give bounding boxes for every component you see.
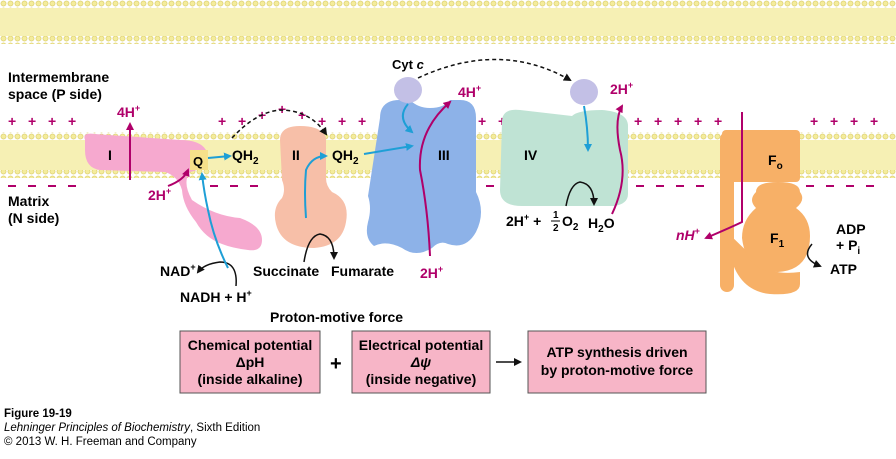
- svg-text:+: +: [694, 113, 702, 129]
- svg-text:+: +: [68, 113, 76, 129]
- half-denominator: 2: [553, 223, 559, 234]
- adp-label: ADP: [836, 221, 866, 237]
- half-numerator: 1: [553, 210, 559, 221]
- chemical-line-1: Chemical potential: [188, 337, 312, 353]
- annotations: 4H+ 2H+ 4H+ 2H+ 2H+ nH+ QH2 QH2 NAD+ NAD…: [117, 80, 866, 305]
- svg-text:+: +: [478, 113, 486, 129]
- svg-text:+: +: [238, 113, 246, 129]
- complex-II-label: II: [292, 147, 300, 163]
- h2o-label: H2O: [588, 215, 615, 235]
- svg-text:+: +: [218, 113, 226, 129]
- complex-III: III: [366, 100, 481, 253]
- svg-text:+: +: [318, 113, 326, 129]
- svg-text:+: +: [714, 113, 722, 129]
- f1-label: F1: [770, 230, 785, 250]
- figure-caption: Figure 19-19 Lehninger Principles of Bio…: [4, 407, 260, 449]
- complex-IV-label: IV: [524, 147, 538, 163]
- complex-IV: IV: [500, 109, 628, 206]
- electrical-line-2: Δψ: [410, 354, 431, 370]
- result-line-1: ATP synthesis driven: [546, 344, 687, 360]
- positive-charges: ++++ ++++++++ ++ +++++ ++++: [8, 101, 878, 129]
- complex-I: I Q: [84, 133, 262, 251]
- qh2-label-2: QH2: [332, 147, 359, 167]
- svg-text:+: +: [850, 113, 858, 129]
- matrix-label-2: (N side): [8, 210, 59, 226]
- copyright: © 2013 W. H. Freeman and Company: [4, 436, 197, 448]
- water-reaction: 2H+ + 1 2 O2 H2O: [506, 210, 615, 235]
- fumarate-label: Fumarate: [331, 263, 394, 279]
- qh2-label-1: QH2: [232, 147, 259, 167]
- electrical-line-3: (inside negative): [366, 371, 476, 387]
- electron-arrows: [198, 103, 592, 269]
- complex-II: II: [274, 126, 347, 248]
- chemical-line-3: (inside alkaline): [197, 371, 302, 387]
- proton-arrows: [126, 100, 743, 257]
- two-h-water: 2H+ +: [506, 212, 541, 229]
- two-h-complex-I: 2H+: [148, 186, 171, 203]
- two-h-complex-IV: 2H+: [610, 80, 633, 97]
- figure-number: Figure 19-19: [4, 408, 72, 420]
- intermembrane-label-2: space (P side): [8, 86, 102, 102]
- result-line-2: by proton-motive force: [541, 362, 694, 378]
- cytochrome-c: Cyt c: [392, 57, 598, 105]
- atp-synthase: Fo F1: [720, 130, 810, 295]
- nh-label: nH+: [676, 226, 700, 243]
- cyt-c-label: Cyt c: [392, 57, 425, 72]
- q-site: [190, 150, 208, 170]
- book-title-line: Lehninger Principles of Biochemistry, Si…: [4, 421, 260, 435]
- complex-III-label: III: [438, 147, 450, 163]
- atp-synthesis-box: ATP synthesis driven by proton-motive fo…: [527, 330, 707, 394]
- svg-text:+: +: [654, 113, 662, 129]
- svg-text:+: +: [674, 113, 682, 129]
- svg-text:+: +: [870, 113, 878, 129]
- pmf-title: Proton-motive force: [270, 309, 403, 325]
- two-h-complex-III: 2H+: [420, 264, 443, 281]
- atp-label: ATP: [830, 261, 857, 277]
- outer-membrane: [0, 0, 896, 44]
- nad-label: NAD+: [160, 262, 196, 279]
- electrical-line-1: Electrical potential: [359, 337, 483, 353]
- intermembrane-label: Intermembrane: [8, 69, 109, 85]
- chemical-potential-box: Chemical potential ΔpH (inside alkaline): [179, 330, 321, 394]
- pmf-plus: +: [330, 353, 342, 375]
- svg-text:+: +: [8, 113, 16, 129]
- book-edition: , Sixth Edition: [190, 422, 261, 434]
- matrix-label: Matrix: [8, 193, 49, 209]
- svg-text:+: +: [278, 101, 286, 117]
- substrate-arrows: [196, 58, 822, 287]
- electrical-potential-box: Electrical potential Δψ (inside negative…: [351, 330, 491, 394]
- q-label: Q: [193, 154, 203, 169]
- svg-text:+: +: [28, 113, 36, 129]
- svg-text:+: +: [48, 113, 56, 129]
- book-title: Lehninger Principles of Biochemistry: [4, 422, 191, 434]
- succinate-label: Succinate: [253, 263, 319, 279]
- pi-label: + Pi: [836, 237, 860, 257]
- nadh-label: NADH + H+: [180, 288, 252, 305]
- four-h-complex-III: 4H+: [458, 83, 481, 100]
- svg-text:+: +: [338, 113, 346, 129]
- svg-text:+: +: [298, 107, 306, 123]
- svg-text:+: +: [634, 113, 642, 129]
- svg-text:+: +: [358, 113, 366, 129]
- o2-label: O2: [562, 213, 579, 233]
- svg-text:+: +: [810, 113, 818, 129]
- svg-text:+: +: [830, 113, 838, 129]
- four-h-complex-I: 4H+: [117, 103, 140, 120]
- complex-I-label: I: [108, 147, 112, 163]
- chemical-line-2: ΔpH: [236, 354, 265, 370]
- fo-label: Fo: [768, 152, 783, 172]
